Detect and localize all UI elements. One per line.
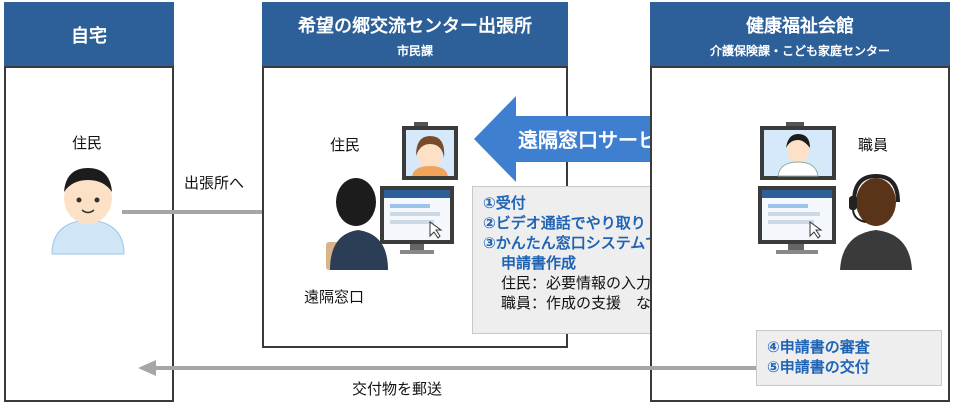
home-resident-label: 住民 bbox=[72, 134, 103, 152]
step-4: ④申請書の審査 bbox=[767, 338, 870, 356]
step-1: ①受付 bbox=[483, 194, 526, 212]
branch-resident-label: 住民 bbox=[330, 136, 361, 154]
center-header-title: 健康福祉会館 bbox=[746, 16, 854, 37]
step-2: ②ビデオ通話でやり取り bbox=[483, 214, 646, 232]
home-header: 自宅 bbox=[4, 2, 174, 66]
remote-window-label: 遠隔窓口 bbox=[304, 288, 365, 306]
center-staff-label: 職員 bbox=[858, 136, 889, 154]
review-box: ④申請書の審査 ⑤申請書の交付 bbox=[756, 330, 942, 386]
center-header-subtitle: 介護保険課・こども家庭センター bbox=[709, 44, 890, 58]
center-video-monitor-icon bbox=[760, 122, 836, 180]
center-staff-headset-icon bbox=[840, 173, 912, 270]
to-branch-label: 出張所へ bbox=[184, 174, 245, 192]
branch-header: 希望の郷交流センター出張所 市民課 bbox=[262, 2, 568, 66]
branch-video-monitor-icon bbox=[402, 122, 458, 180]
branch-application-screen-icon bbox=[380, 186, 454, 254]
branch-header-title: 希望の郷交流センター出張所 bbox=[298, 16, 532, 37]
step-3a: ③かんたん窓口システムで bbox=[483, 234, 661, 252]
note-resident: 住民：必要情報の入力 bbox=[501, 274, 652, 292]
step-3b: 申請書作成 bbox=[501, 254, 577, 272]
mail-label: 交付物を郵送 bbox=[352, 380, 443, 398]
home-resident-icon bbox=[51, 168, 125, 255]
note-staff: 職員：作成の支援 など bbox=[501, 294, 667, 312]
branch-resident-back-icon bbox=[326, 178, 388, 270]
center-application-screen-icon bbox=[758, 186, 836, 254]
step-5: ⑤申請書の交付 bbox=[767, 358, 870, 376]
mail-return-arrow bbox=[138, 360, 756, 376]
center-header: 健康福祉会館 介護保険課・こども家庭センター bbox=[650, 2, 950, 66]
branch-header-subtitle: 市民課 bbox=[396, 44, 433, 58]
home-header-title: 自宅 bbox=[71, 26, 107, 47]
